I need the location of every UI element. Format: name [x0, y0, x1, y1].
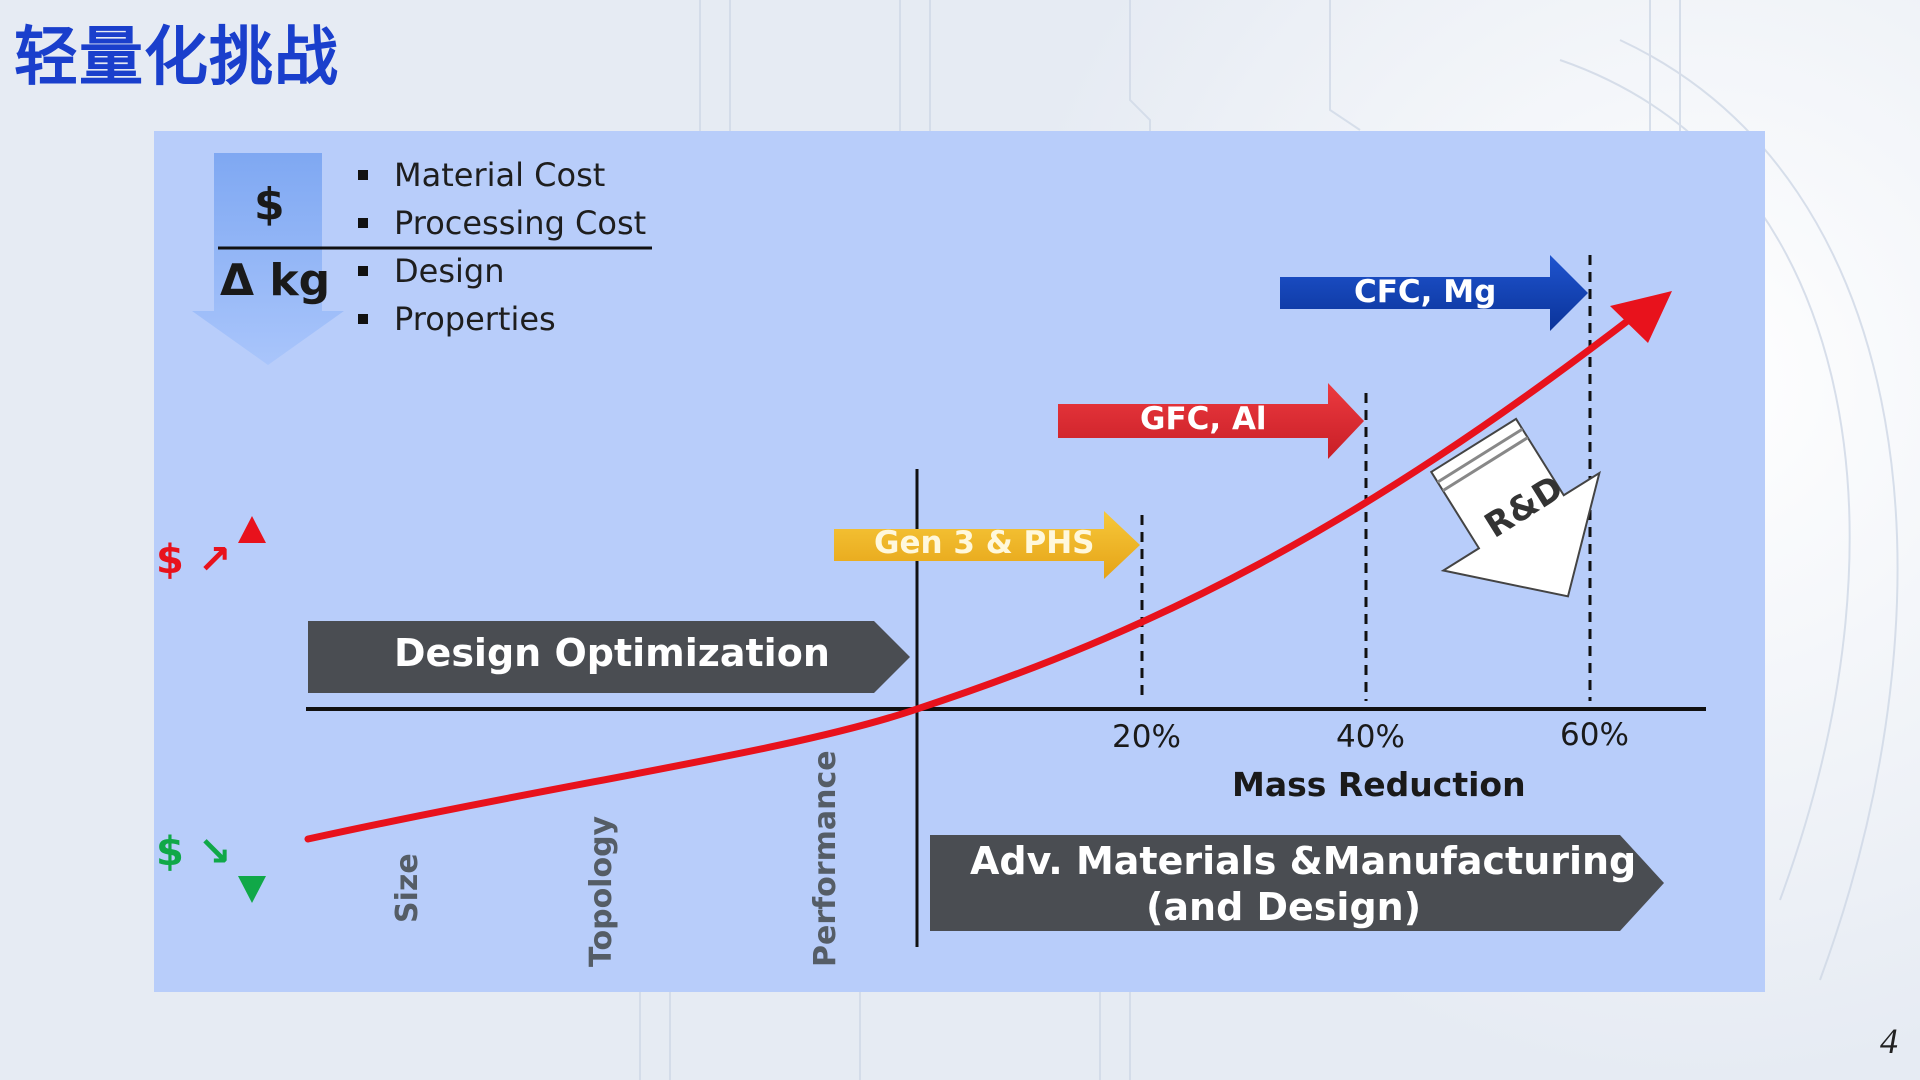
- adv-materials-box: [930, 835, 1664, 931]
- cost-low-label: $ ↘: [156, 829, 232, 875]
- gfc-arrow: [1058, 383, 1364, 459]
- gfc-label: GFC, Al: [1140, 401, 1267, 437]
- design-step-topology: Topology: [584, 815, 619, 967]
- page-number: 4: [1880, 1021, 1898, 1061]
- cost-curve-arrowhead: [1610, 291, 1672, 343]
- cost-down-arrowhead: [238, 876, 266, 903]
- gen3-arrow: [834, 511, 1140, 579]
- design-optimization-label: Design Optimization: [394, 631, 830, 675]
- cost-factor-list: Material Cost Processing Cost Design Pro…: [354, 151, 646, 343]
- cost-curve: [304, 312, 1638, 843]
- x-axis-label: Mass Reduction: [1232, 765, 1526, 804]
- cost-factor-item: Processing Cost: [354, 199, 646, 247]
- adv-materials-label-line1: Adv. Materials &Manufacturing: [970, 839, 1637, 883]
- x-tick-40: 40%: [1336, 719, 1405, 755]
- cost-up-arrowhead: [238, 516, 266, 543]
- diagram-graphics: [192, 153, 1706, 947]
- cost-factor-item: Design: [354, 247, 646, 295]
- ratio-numerator: $: [254, 179, 285, 230]
- cost-factor-item: Properties: [354, 295, 646, 343]
- cost-high-label: $ ↗: [156, 537, 232, 583]
- design-step-size: Size: [390, 853, 425, 923]
- cfc-label: CFC, Mg: [1354, 274, 1497, 310]
- diagram-panel: $ Δ kg Material Cost Processing Cost Des…: [154, 131, 1765, 992]
- cost-per-kg-arrow: [192, 153, 344, 365]
- cost-factor-item: Material Cost: [354, 151, 646, 199]
- design-step-performance: Performance: [808, 750, 843, 967]
- cfc-arrow: [1280, 255, 1588, 331]
- rnd-arrow: [1429, 417, 1601, 598]
- gen3-label: Gen 3 & PHS: [874, 525, 1095, 561]
- x-tick-60: 60%: [1560, 717, 1629, 753]
- design-optimization-box: [308, 621, 910, 693]
- adv-materials-label-line2: (and Design): [1146, 885, 1422, 929]
- page-title: 轻量化挑战: [14, 21, 339, 95]
- ratio-denominator: Δ kg: [220, 255, 331, 306]
- x-tick-20: 20%: [1112, 719, 1181, 755]
